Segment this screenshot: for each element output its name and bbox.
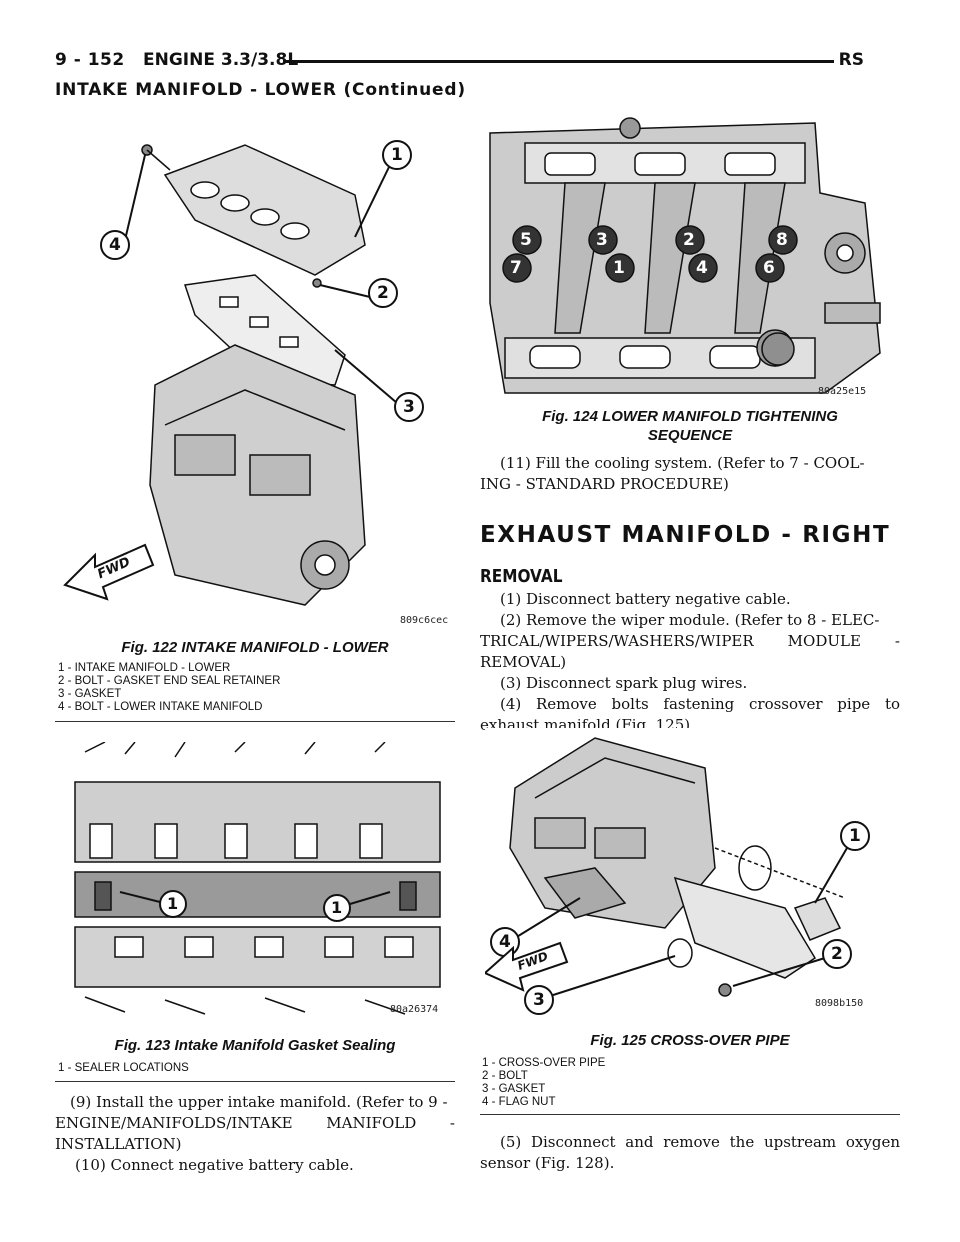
header-rule — [283, 60, 834, 63]
step-9-line: (9) Install the upper intake manifold. (… — [70, 1093, 448, 1111]
callout-3: 3 — [403, 397, 415, 417]
callout-2: 2 — [377, 283, 389, 303]
figure-122-illustration — [63, 140, 424, 606]
figure-125-rule — [480, 1114, 900, 1115]
step-5-line: (5) Disconnect and remove the upstream o… — [500, 1133, 900, 1151]
legend-item: 2 - BOLT - GASKET END SEAL RETAINER — [58, 675, 281, 687]
removal-step: (3) Disconnect spark plug wires. — [500, 674, 748, 692]
figure-124-caption: Fig. 124 LOWER MANIFOLD TIGHTENING SEQUE… — [480, 407, 900, 445]
callout-1: 1 — [331, 898, 343, 917]
step-11: (11) Fill the cooling system. (Refer to … — [480, 453, 900, 495]
callout-1: 1 — [391, 145, 403, 165]
figure-124-tightening-sequence: 5 3 2 8 7 1 4 6 80a25e15 — [485, 103, 895, 403]
figure-122-rule — [55, 721, 455, 722]
caption-line: SEQUENCE — [647, 427, 733, 444]
removal-step: REMOVAL) — [480, 653, 567, 671]
figure-123-rule — [55, 1081, 455, 1082]
legend-item: 3 - GASKET — [58, 688, 122, 700]
callout-4: 4 — [499, 932, 511, 952]
callout-3: 3 — [533, 990, 545, 1010]
figure-125-legend: 1 - CROSS-OVER PIPE 2 - BOLT 3 - GASKET … — [482, 1057, 605, 1109]
figure-125-cross-over-pipe: 1 2 3 4 FWD 8098b150 — [485, 728, 890, 1018]
figure-code: 80a26374 — [390, 1004, 439, 1015]
subsection-title: REMOVAL — [480, 566, 563, 587]
continued-section-heading: INTAKE MANIFOLD - LOWER (Continued) — [55, 80, 466, 100]
figure-125-illustration — [485, 737, 870, 1015]
step-11-line: ING - STANDARD PROCEDURE) — [480, 475, 729, 493]
legend-item: 1 - INTAKE MANIFOLD - LOWER — [58, 662, 231, 674]
callout-1: 1 — [849, 826, 861, 846]
tightening-sequence-number: 7 — [510, 258, 522, 278]
removal-step: (2) Remove the wiper module. (Refer to 8… — [500, 611, 880, 629]
left-column-text: (9) Install the upper intake manifold. (… — [55, 1092, 455, 1176]
step-10: (10) Connect negative battery cable. — [75, 1156, 354, 1174]
step-5: (5) Disconnect and remove the upstream o… — [480, 1132, 900, 1174]
figure-124-illustration — [489, 117, 881, 394]
page-header-title: ENGINE 3.3/3.8L — [143, 50, 299, 70]
step-11-line: (11) Fill the cooling system. (Refer to … — [500, 454, 865, 472]
page-number: 9 - 152 — [55, 50, 125, 70]
callout-2: 2 — [831, 944, 843, 964]
figure-123-legend: 1 - SEALER LOCATIONS — [58, 1062, 189, 1075]
header-code: RS — [838, 50, 864, 70]
figure-123-caption: Fig. 123 Intake Manifold Gasket Sealing — [114, 1037, 396, 1054]
tightening-sequence-number: 5 — [520, 230, 532, 250]
tightening-sequence-number: 2 — [683, 230, 695, 250]
figure-122-caption: Fig. 122 INTAKE MANIFOLD - LOWER — [121, 639, 389, 656]
removal-step: TRICAL/WIPERS/WASHERS/WIPER MODULE - — [480, 632, 900, 650]
legend-item: 1 - SEALER LOCATIONS — [58, 1062, 189, 1074]
tightening-sequence-number: 4 — [696, 258, 708, 278]
caption-line: Fig. 124 LOWER MANIFOLD TIGHTENING — [542, 408, 838, 425]
figure-code: 8098b150 — [815, 998, 864, 1009]
step-5-line: sensor (Fig. 128). — [480, 1154, 615, 1172]
step-9-line: ENGINE/MANIFOLDS/INTAKE MANIFOLD - — [55, 1114, 455, 1132]
tightening-sequence-number: 3 — [596, 230, 608, 250]
step-9-line: INSTALLATION) — [55, 1135, 182, 1153]
tightening-sequence-number: 1 — [613, 258, 625, 278]
figure-125-caption: Fig. 125 CROSS-OVER PIPE — [590, 1032, 790, 1049]
tightening-sequence-number: 6 — [763, 258, 775, 278]
legend-item: 2 - BOLT — [482, 1070, 528, 1082]
removal-step: (4) Remove bolts fastening crossover pip… — [500, 695, 900, 713]
figure-code: 809c6cec — [400, 615, 449, 626]
removal-step: (1) Disconnect battery negative cable. — [500, 590, 791, 608]
figure-123-illustration — [74, 742, 441, 1015]
callout-4: 4 — [109, 235, 121, 255]
legend-item: 4 - FLAG NUT — [482, 1096, 556, 1108]
tightening-sequence-number: 8 — [776, 230, 788, 250]
legend-item: 1 - CROSS-OVER PIPE — [482, 1057, 606, 1069]
legend-item: 3 - GASKET — [482, 1083, 546, 1095]
removal-steps: (1) Disconnect battery negative cable. (… — [480, 589, 900, 736]
legend-item: 4 - BOLT - LOWER INTAKE MANIFOLD — [58, 701, 263, 713]
figure-123-gasket-sealing: 1 1 80a26374 — [65, 742, 450, 1020]
callout-1: 1 — [167, 894, 179, 913]
figure-122-intake-manifold-lower: 1 2 3 4 FWD 809c6cec — [55, 125, 455, 635]
section-title: EXHAUST MANIFOLD - RIGHT — [480, 522, 891, 548]
figure-code: 80a25e15 — [818, 386, 867, 397]
figure-122-legend: 1 - INTAKE MANIFOLD - LOWER 2 - BOLT - G… — [58, 662, 280, 714]
